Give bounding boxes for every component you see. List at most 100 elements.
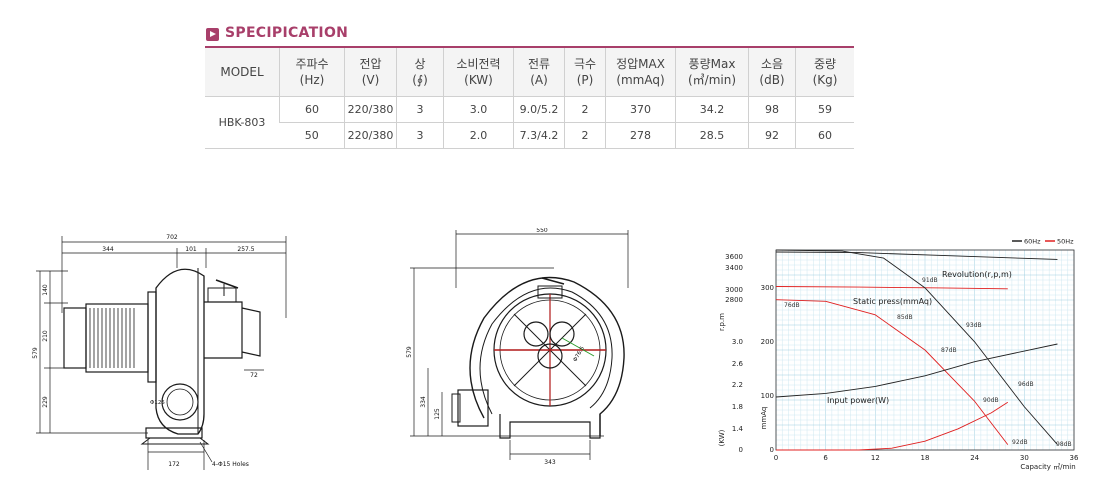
x-tick-label: 36 bbox=[1070, 454, 1079, 462]
tick-mmaq-0: 0 bbox=[770, 446, 774, 454]
annot-85db: 85dB bbox=[897, 314, 913, 321]
tick-rpm-3400: 3400 bbox=[725, 264, 743, 272]
axis-label-kw: (KW) bbox=[718, 429, 726, 446]
col-current: 전류(A) bbox=[513, 47, 565, 97]
front-dim-579: 579 bbox=[406, 346, 413, 358]
x-tick-label: 24 bbox=[970, 454, 979, 462]
cell: 2 bbox=[564, 122, 606, 149]
cell: 3 bbox=[396, 96, 444, 123]
annot-92db: 92dB bbox=[1012, 439, 1028, 446]
annot-90db: 90dB bbox=[983, 397, 999, 404]
spec-table: MODEL 주파수(Hz) 전압(V) 상(∮) 소비전력(KW) 전류(A) … bbox=[205, 46, 854, 149]
col-frequency: 주파수(Hz) bbox=[279, 47, 345, 97]
x-tick-label: 6 bbox=[823, 454, 828, 462]
tick-kw-1.8: 1.8 bbox=[732, 403, 743, 411]
annot-87db: 87dB bbox=[941, 347, 957, 354]
dim-holes: 4-Φ15 Holes bbox=[212, 461, 249, 468]
cell: 92 bbox=[748, 122, 796, 149]
front-dim-dia: Φ76.5 bbox=[573, 345, 587, 363]
dim-579: 579 bbox=[32, 347, 39, 359]
axis-label-mmaq: mmAq bbox=[760, 407, 768, 430]
front-view-drawing: 550 579 334 125 343 Φ76.5 bbox=[406, 228, 629, 466]
col-model: MODEL bbox=[205, 47, 280, 97]
cell: 9.0/5.2 bbox=[513, 96, 565, 123]
dim-229: 229 bbox=[42, 396, 49, 408]
cell: 60 bbox=[795, 122, 854, 149]
annot-76db: 76dB bbox=[784, 302, 800, 309]
tick-kw-2.6: 2.6 bbox=[732, 360, 744, 368]
annot-93db: 93dB bbox=[966, 322, 982, 329]
cell: 34.2 bbox=[675, 96, 749, 123]
annot-96db: 96dB bbox=[1018, 381, 1034, 388]
tick-kw-0: 0 bbox=[739, 446, 743, 454]
cell: 28.5 bbox=[675, 122, 749, 149]
front-dim-125: 125 bbox=[434, 408, 441, 420]
cell: 3.0 bbox=[443, 96, 514, 123]
annot-revolution: Revolution(r,p,m) bbox=[942, 270, 1012, 279]
spec-row-50hz: 50 220/380 3 2.0 7.3/4.2 2 278 28.5 92 6… bbox=[205, 122, 854, 149]
tick-mmaq-200: 200 bbox=[761, 338, 774, 346]
dim-210: 210 bbox=[42, 330, 49, 342]
curve-static_press-50hz bbox=[775, 299, 1009, 445]
section-header: SPECIPICATION bbox=[206, 24, 854, 46]
model-cell: HBK-803 bbox=[205, 96, 280, 149]
dim-172: 172 bbox=[168, 461, 180, 468]
section-title: SPECIPICATION bbox=[225, 25, 349, 41]
col-static-pressure: 정압MAX(mmAq) bbox=[605, 47, 676, 97]
cell: 59 bbox=[795, 96, 854, 123]
performance-chart: 60Hz 50Hz r.p.m (KW) mmAq 3600 3400 3000… bbox=[718, 238, 1079, 472]
curve-input_power-60hz bbox=[775, 343, 1058, 398]
cell: 220/380 bbox=[344, 122, 397, 149]
legend-60hz: 60Hz bbox=[1024, 238, 1041, 246]
annot-98db: 98dB bbox=[1056, 441, 1072, 448]
cell: 2.0 bbox=[443, 122, 514, 149]
side-view-drawing: 702 344 101 257.5 140 579 210 229 72 172… bbox=[32, 234, 287, 470]
annot-91db: 91dB bbox=[922, 277, 938, 284]
x-tick-label: 18 bbox=[921, 454, 930, 462]
legend-50hz: 50Hz bbox=[1057, 238, 1074, 246]
tick-mmaq-100: 100 bbox=[761, 392, 774, 400]
dim-140: 140 bbox=[42, 284, 49, 296]
dim-702: 702 bbox=[166, 234, 178, 241]
tick-rpm-2800: 2800 bbox=[725, 296, 743, 304]
x-tick-label: 0 bbox=[774, 454, 778, 462]
annot-input-power: Input power(W) bbox=[827, 396, 889, 405]
front-dim-343: 343 bbox=[544, 459, 556, 466]
tick-rpm-3000: 3000 bbox=[725, 286, 743, 294]
tick-kw-1.4: 1.4 bbox=[732, 425, 744, 433]
tick-rpm-3600: 3600 bbox=[725, 253, 743, 261]
tick-kw-2.2: 2.2 bbox=[732, 381, 743, 389]
x-tick-label: 12 bbox=[871, 454, 880, 462]
dim-257: 257.5 bbox=[237, 246, 254, 253]
spec-header-row: MODEL 주파수(Hz) 전압(V) 상(∮) 소비전력(KW) 전류(A) … bbox=[205, 47, 854, 97]
col-power: 소비전력(KW) bbox=[443, 47, 514, 97]
cell: 220/380 bbox=[344, 96, 397, 123]
cell: 2 bbox=[564, 96, 606, 123]
front-dim-550: 550 bbox=[536, 228, 548, 234]
col-weight: 중량(Kg) bbox=[795, 47, 854, 97]
cell: 278 bbox=[605, 122, 676, 149]
curve-revolution-60hz bbox=[775, 251, 1058, 260]
chart-curves bbox=[775, 249, 1058, 451]
cell: 7.3/4.2 bbox=[513, 122, 565, 149]
col-airflow: 풍량Max(㎥/min) bbox=[675, 47, 749, 97]
col-phase: 상(∮) bbox=[396, 47, 444, 97]
cell: 60 bbox=[279, 96, 345, 123]
curve-revolution-50hz bbox=[775, 286, 1008, 290]
cell: 3 bbox=[396, 122, 444, 149]
col-voltage: 전압(V) bbox=[344, 47, 397, 97]
dim-101: 101 bbox=[185, 246, 197, 253]
front-dim-334: 334 bbox=[420, 396, 427, 408]
curve-static_press-60hz bbox=[775, 249, 1058, 445]
curve-input_power-50hz bbox=[776, 401, 1009, 451]
play-bullet-icon bbox=[206, 28, 219, 41]
cell: 50 bbox=[279, 122, 345, 149]
col-noise: 소음(dB) bbox=[748, 47, 796, 97]
plot-frame bbox=[775, 249, 1075, 451]
axis-label-rpm: r.p.m bbox=[718, 313, 726, 331]
dim-inlet: Φ125 bbox=[150, 400, 165, 406]
dim-344: 344 bbox=[102, 246, 114, 253]
cell: 98 bbox=[748, 96, 796, 123]
annot-static-press: Static press(mmAq) bbox=[853, 297, 932, 306]
